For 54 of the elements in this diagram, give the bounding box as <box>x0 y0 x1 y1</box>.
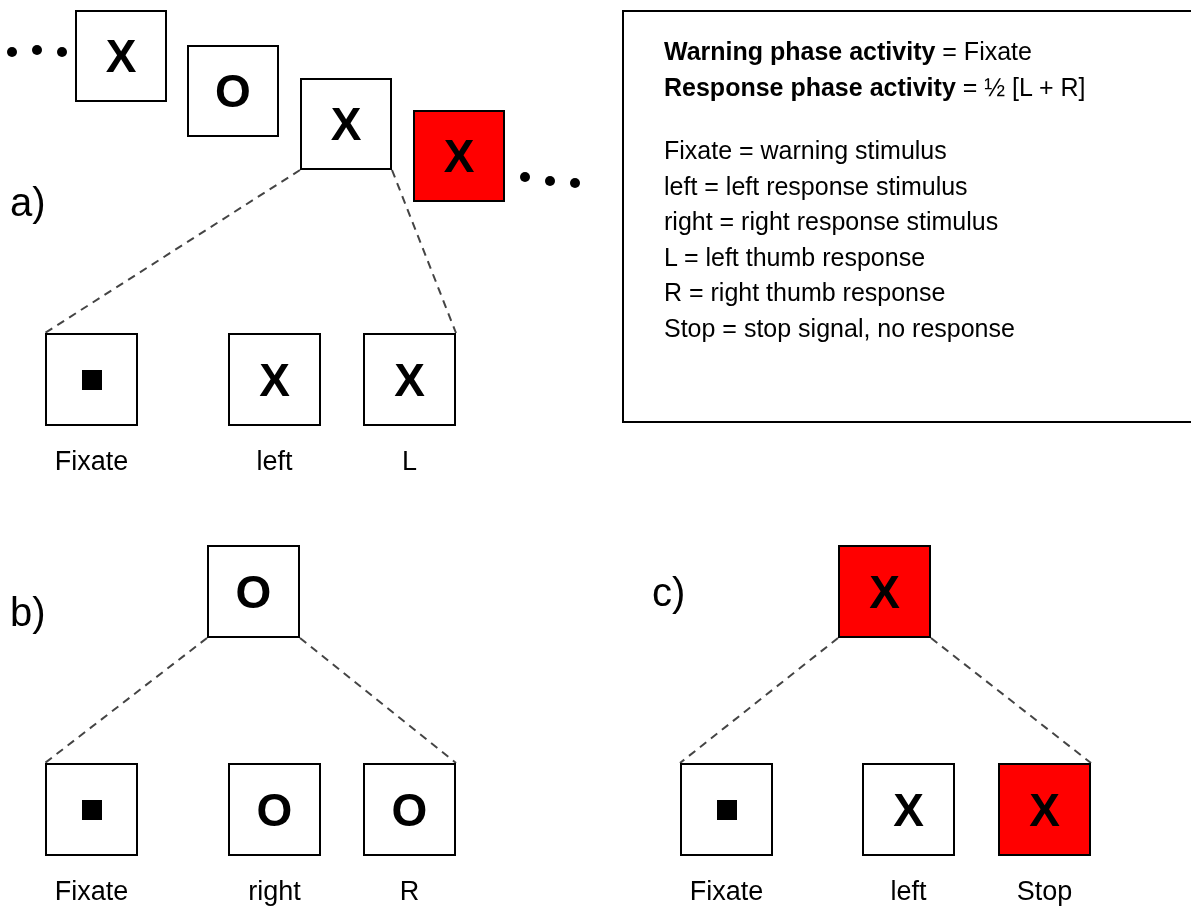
definition-text: Stop = stop signal, no response <box>664 312 1016 344</box>
definition-text: Fixate = warning stimulus <box>664 135 948 166</box>
definition-text: L = left thumb response <box>664 241 927 273</box>
definition-text: right = right response stimulus <box>664 206 1000 237</box>
stimulus-box <box>680 763 773 856</box>
stimulus-caption: Fixate <box>53 876 130 907</box>
stimulus-letter: X <box>869 568 900 615</box>
stimulus-box <box>838 545 931 638</box>
stimulus-letter: X <box>105 33 137 79</box>
stimulus-letter: O <box>215 68 251 114</box>
stimulus-box <box>998 763 1091 856</box>
stimulus-caption: left <box>889 876 928 907</box>
stimulus-caption: right <box>247 876 302 907</box>
definition-panel <box>622 10 1191 423</box>
dashed-line <box>391 169 457 334</box>
stimulus-box <box>363 333 456 426</box>
stimulus-caption: Fixate <box>53 446 130 477</box>
stimulus-letter: X <box>443 133 475 179</box>
dashed-line <box>930 637 1092 764</box>
stimulus-caption: Stop <box>1015 876 1074 907</box>
stimulus-letter: X <box>394 356 425 403</box>
stimulus-letter: X <box>1029 786 1060 833</box>
definition-text: R = right thumb response <box>664 277 947 308</box>
stimulus-box <box>363 763 456 856</box>
stimulus-box <box>45 763 138 856</box>
definition-text: left = left response stimulus <box>664 170 969 202</box>
stimulus-letter: X <box>330 101 362 147</box>
stimulus-box <box>300 78 392 170</box>
stimulus-box <box>862 763 955 856</box>
stimulus-box <box>207 545 300 638</box>
panel-label: b) <box>10 590 46 635</box>
stimulus-box <box>228 763 321 856</box>
stimulus-letter: X <box>893 786 924 833</box>
stimulus-caption: Fixate <box>688 876 765 907</box>
panel-label: c) <box>652 570 686 615</box>
stimulus-caption: L <box>401 446 418 477</box>
dashed-line <box>679 637 839 764</box>
stimulus-box <box>45 333 138 426</box>
panel-label: a) <box>10 180 46 225</box>
stimulus-letter: O <box>235 568 272 615</box>
stimulus-letter: X <box>259 356 290 403</box>
stimulus-letter: O <box>256 786 293 833</box>
stimulus-box <box>228 333 321 426</box>
dashed-line <box>299 637 457 764</box>
stimulus-letter: O <box>391 786 428 833</box>
stimulus-box <box>413 110 505 202</box>
stimulus-caption: R <box>398 876 421 907</box>
stimulus-caption: left <box>255 446 294 477</box>
stimulus-box <box>75 10 167 102</box>
definition-text: Response phase activity = ½ [L + R] <box>664 71 1087 103</box>
dashed-line <box>44 169 301 334</box>
definition-text: Warning phase activity = Fixate <box>664 36 1033 67</box>
dashed-line <box>44 637 208 764</box>
stimulus-box <box>187 45 279 137</box>
